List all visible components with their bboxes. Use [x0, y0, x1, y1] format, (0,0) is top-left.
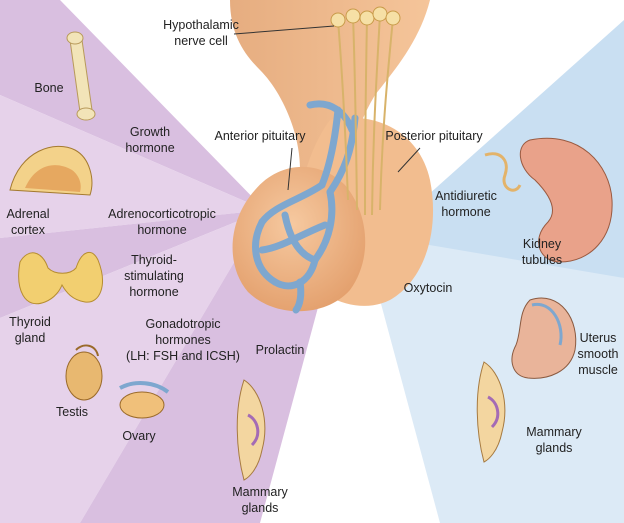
uterus-line-3: muscle — [578, 363, 618, 377]
wedge-gonadotropic — [0, 210, 265, 523]
growth-hormone-label: Growth hormone — [115, 124, 185, 156]
tsh-label: Thyroid- stimulating hormone — [108, 252, 200, 300]
gonadotropic-line-1: Gonadotropic — [145, 317, 221, 331]
wedge-acth — [0, 95, 265, 238]
tsh-line-1: Thyroid- — [131, 253, 177, 267]
thyroid-gland-illustration — [18, 252, 103, 305]
kidney-tubules-label: Kidney tubules — [512, 236, 572, 268]
acth-label: Adrenocorticotropic hormone — [92, 206, 232, 238]
ovary-label: Ovary — [122, 429, 156, 443]
testis-label: Testis — [56, 405, 88, 419]
gonadotropic-hormones-label: Gonadotropic hormones (LH: FSH and ICSH) — [118, 316, 248, 364]
oxytocin-label: Oxytocin — [403, 281, 453, 295]
growth-hormone-line-1: Growth — [129, 125, 171, 139]
mammary-right-line-2: glands — [535, 441, 573, 455]
hypothalamic-line-2: nerve cell — [174, 34, 228, 48]
uterus-label: Uterus smooth muscle — [572, 330, 624, 378]
hypothalamic-nerve-cell-label: Hypothalamic nerve cell — [146, 17, 256, 49]
adrenal-cortex-illustration — [9, 145, 93, 196]
kidney-line-1: Kidney — [522, 237, 562, 251]
adh-line-2: hormone — [441, 205, 491, 219]
wedge-growth-hormone — [0, 0, 265, 210]
tsh-line-2: stimulating — [124, 269, 184, 283]
uterus-line-1: Uterus — [579, 331, 617, 345]
posterior-pituitary-label: Posterior pituitary — [385, 129, 483, 143]
uterus-illustration — [511, 297, 577, 379]
acth-line-1: Adrenocorticotropic — [108, 207, 216, 221]
leader-hypothalamic-nerve-cell — [233, 25, 335, 35]
gonadotropic-line-2: hormones — [155, 333, 211, 347]
kidney-line-2: tubules — [521, 253, 563, 267]
thyroid-line-2: gland — [14, 331, 46, 345]
thyroid-line-1: Thyroid — [9, 315, 51, 329]
adrenal-line-2: cortex — [10, 223, 46, 237]
mammary-glands-right-label: Mammary glands — [520, 424, 588, 456]
thyroid-gland-label: Thyroid gland — [4, 314, 56, 346]
ovary-illustration — [119, 381, 170, 419]
mammary-gland-right-illustration — [476, 361, 506, 463]
bone-label: Bone — [34, 81, 64, 95]
gonadotropic-line-3: (LH: FSH and ICSH) — [126, 349, 240, 363]
hypothalamic-line-1: Hypothalamic — [163, 18, 239, 32]
bone-illustration — [66, 31, 96, 121]
leader-lines — [233, 25, 421, 191]
mammary-gland-left-illustration — [236, 379, 266, 481]
mammary-right-line-1: Mammary — [526, 425, 582, 439]
mammary-left-line-2: glands — [241, 501, 279, 515]
portal-blood-vessels — [252, 100, 359, 314]
testis-illustration — [65, 344, 103, 401]
adh-line-1: Antidiuretic — [435, 189, 497, 203]
mammary-glands-left-label: Mammary glands — [226, 484, 294, 516]
acth-line-2: hormone — [137, 223, 187, 237]
mammary-left-line-1: Mammary — [232, 485, 288, 499]
anterior-pituitary-label: Anterior pituitary — [214, 129, 306, 143]
prolactin-label: Prolactin — [255, 343, 305, 357]
leader-posterior-pituitary — [397, 147, 421, 173]
hypothalamus-tissue — [230, 0, 430, 170]
adrenal-cortex-label: Adrenal cortex — [2, 206, 54, 238]
uterus-line-2: smooth — [577, 347, 619, 361]
tsh-line-3: hormone — [129, 285, 179, 299]
hypothalamic-nerve-cells — [330, 6, 401, 216]
growth-hormone-line-2: hormone — [125, 141, 175, 155]
kidney-illustration — [484, 137, 613, 263]
leader-anterior-pituitary — [287, 147, 293, 191]
antidiuretic-hormone-label: Antidiuretic hormone — [425, 188, 507, 220]
adrenal-line-1: Adrenal — [6, 207, 50, 221]
